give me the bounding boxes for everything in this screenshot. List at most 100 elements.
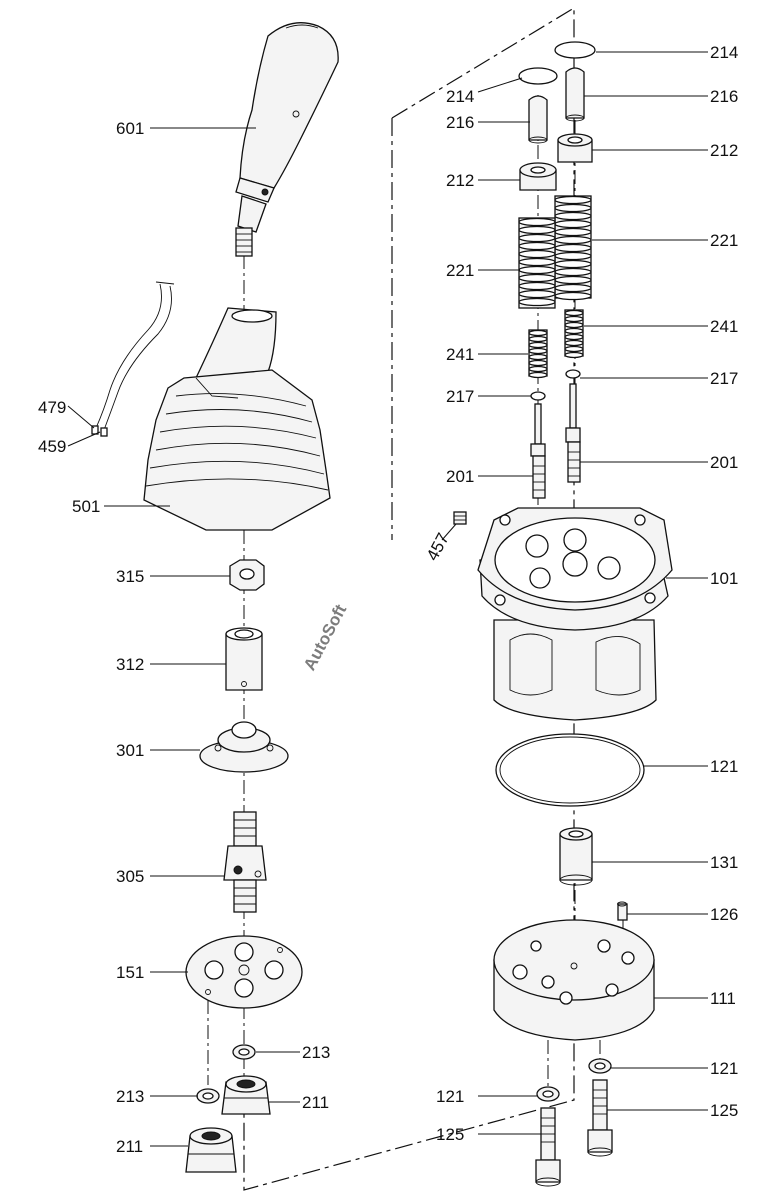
spring-coil [528, 365, 548, 373]
spring-coil [564, 345, 584, 353]
spring-coil [518, 265, 556, 275]
spring-coil [554, 291, 592, 301]
spring-241-right [564, 309, 584, 359]
bushing-131 [559, 827, 593, 886]
spring-coil [554, 227, 592, 237]
spring-241-left [528, 329, 548, 379]
spool-201-left [530, 403, 546, 499]
label-125-left: 125 [436, 1125, 464, 1144]
label-315: 315 [116, 567, 144, 586]
label-111: 111 [710, 989, 736, 1008]
o-ring-121-large [495, 733, 645, 807]
spring-coil [554, 219, 592, 229]
assembly-frame [243, 6, 575, 1191]
label-201-left: 201 [446, 467, 474, 486]
base-plate-111 [493, 919, 655, 1041]
pusher-216-right [565, 67, 585, 122]
label-501: 501 [72, 497, 100, 516]
spring-coil [518, 225, 556, 235]
label-121-left: 121 [436, 1087, 464, 1106]
label-312: 312 [116, 655, 144, 674]
bolt-125-right [587, 1079, 613, 1157]
label-241-left: 241 [446, 345, 474, 364]
spring-coil [554, 243, 592, 253]
label-214-right: 214 [710, 43, 738, 62]
spring-coil [528, 359, 548, 367]
spring-coil [518, 289, 556, 299]
o-ring-214-right [554, 41, 596, 59]
spring-coil [554, 283, 592, 293]
spring-221-left [518, 217, 556, 309]
spring-coil [564, 333, 584, 341]
spring-coil [564, 309, 584, 317]
spring-coil [518, 273, 556, 283]
label-241-right: 241 [710, 317, 738, 336]
lever-handle-601 [235, 22, 339, 257]
label-201-right: 201 [710, 453, 738, 472]
bolt-125-left [535, 1107, 561, 1187]
label-214-left: 214 [446, 87, 474, 106]
label-305: 305 [116, 867, 144, 886]
spring-221-right [554, 195, 592, 301]
label-151: 151 [116, 963, 144, 982]
part-labels: 601 479 459 501 315 312 301 305 151 213 … [38, 43, 738, 1156]
casing-101 [477, 507, 673, 721]
spring-coil [528, 335, 548, 343]
switch-wires-479-459 [91, 281, 175, 437]
label-217-left: 217 [446, 387, 474, 406]
rubber-boot-501 [143, 307, 331, 531]
spring-coil [518, 249, 556, 259]
spring-coil [554, 235, 592, 245]
label-121-right: 121 [710, 1059, 738, 1078]
spring-coil [554, 251, 592, 261]
spring-coil [528, 353, 548, 361]
washer-217-right [565, 369, 581, 379]
spring-coil [554, 203, 592, 213]
label-213-right: 213 [302, 1043, 330, 1062]
label-101: 101 [710, 569, 738, 588]
label-211-left: 211 [116, 1137, 143, 1156]
plug-212-left [519, 162, 557, 191]
spring-coil [554, 211, 592, 221]
spring-coil [528, 341, 548, 349]
plug-457 [453, 511, 467, 525]
label-459: 459 [38, 437, 66, 456]
label-216-right: 216 [710, 87, 738, 106]
spring-coil [564, 321, 584, 329]
washer-121-left-hole [542, 1090, 554, 1098]
spring-coil [518, 241, 556, 251]
pin-126 [617, 901, 628, 921]
o-ring-214-left [518, 67, 558, 85]
spring-coil [564, 315, 584, 323]
washer-121-right-hole [594, 1062, 606, 1070]
spring-coil [528, 329, 548, 337]
watermark: AutoSoft [300, 601, 351, 674]
spring-coil [554, 195, 592, 205]
washer-213-right-hole [238, 1048, 250, 1056]
leader-lines [67, 51, 708, 1147]
label-301: 301 [116, 741, 144, 760]
label-601: 601 [116, 119, 144, 138]
label-479: 479 [38, 398, 66, 417]
label-211-right: 211 [302, 1093, 329, 1112]
spring-coil [554, 267, 592, 277]
spring-coil [564, 339, 584, 347]
washer-213-left-hole [202, 1092, 214, 1100]
seal-211-left [185, 1127, 237, 1173]
label-131: 131 [710, 853, 738, 872]
label-221-right: 221 [710, 231, 738, 250]
plug-212-right [557, 133, 593, 163]
pusher-216-left [528, 95, 548, 144]
label-121-large: 121 [710, 757, 738, 776]
label-457: 457 [423, 530, 453, 564]
spring-coil [518, 257, 556, 267]
spring-coil [554, 275, 592, 285]
label-216-left: 216 [446, 113, 474, 132]
nut-315 [229, 559, 265, 591]
spring-coil [518, 217, 556, 227]
spring-coil [528, 371, 548, 379]
universal-joint-305 [223, 811, 267, 913]
label-221-left: 221 [446, 261, 474, 280]
label-125-right: 125 [710, 1101, 738, 1120]
